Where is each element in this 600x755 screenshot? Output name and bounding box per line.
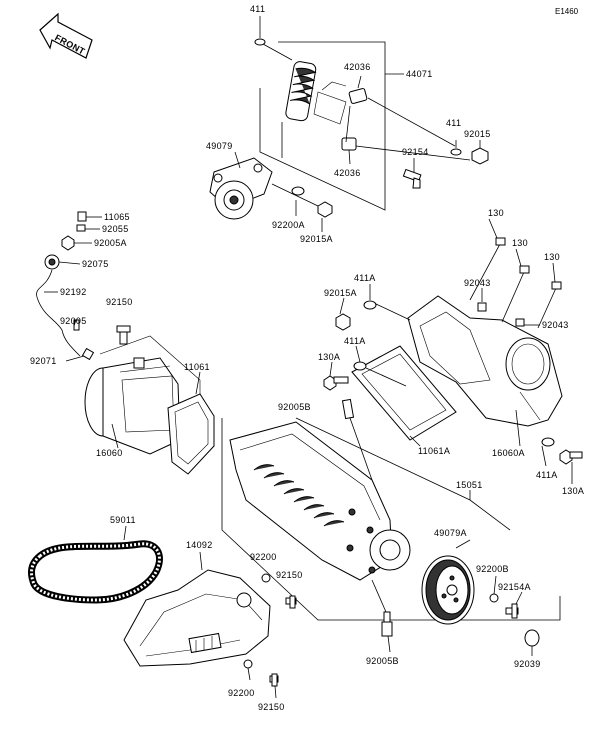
fitting	[381, 611, 393, 637]
tensioner-pulley	[209, 157, 273, 220]
label-92005b: 92005B	[366, 656, 399, 666]
front-arrow-icon: FRONT	[39, 12, 93, 59]
label-411a: 411A	[536, 470, 558, 480]
label-92200b: 92200B	[476, 564, 509, 574]
damper-spring	[285, 61, 347, 125]
gasket	[167, 371, 215, 475]
label-44071: 44071	[406, 69, 433, 79]
supercharger	[229, 398, 411, 581]
leader-lines	[44, 105, 573, 653]
label-92015a: 92015A	[324, 288, 357, 298]
bolt-icon	[116, 325, 131, 345]
label-92043: 92043	[464, 278, 491, 288]
gasket-a	[351, 345, 457, 441]
label-130: 130	[544, 252, 560, 262]
bolt-icon	[269, 673, 279, 687]
bolt-icon	[402, 168, 422, 189]
label-92005: 92005	[60, 316, 87, 326]
label-15051: 15051	[456, 480, 483, 490]
part-labels: 411 42036 44071 49079 411 92015 92154 42…	[30, 4, 584, 712]
label-92200: 92200	[250, 552, 277, 562]
label-59011: 59011	[110, 515, 136, 525]
drive-pulley	[421, 555, 475, 625]
bolt-icon	[559, 449, 583, 465]
label-42036: 42036	[344, 62, 371, 72]
label-16060a: 16060A	[492, 448, 525, 458]
label-11061: 11061	[184, 362, 210, 372]
label-14092: 14092	[186, 540, 213, 550]
label-92150: 92150	[258, 702, 285, 712]
label-130a: 130A	[318, 352, 340, 362]
bolt-icon	[323, 375, 349, 391]
diagram-code: E1460	[555, 7, 579, 16]
drive-belt	[28, 540, 163, 604]
label-92075: 92075	[82, 259, 109, 269]
inlet-duct	[84, 335, 201, 455]
bolt-icon	[505, 603, 519, 619]
label-92071: 92071	[30, 356, 57, 366]
label-92154a: 92154A	[498, 582, 531, 592]
label-411: 411	[250, 4, 265, 14]
belt-cover	[123, 569, 271, 667]
label-92200a: 92200A	[272, 220, 305, 230]
sensor-group	[36, 211, 95, 361]
label-92200: 92200	[228, 688, 255, 698]
label-92192: 92192	[60, 287, 87, 297]
label-92043: 92043	[542, 320, 569, 330]
label-130: 130	[488, 208, 504, 218]
label-130a: 130A	[562, 486, 584, 496]
label-92015a: 92015A	[300, 234, 333, 244]
label-92015: 92015	[464, 129, 491, 139]
label-49079: 49079	[206, 141, 233, 151]
label-92150: 92150	[276, 570, 303, 580]
label-92039: 92039	[514, 659, 541, 669]
label-49079a: 49079A	[434, 528, 467, 538]
label-92005a: 92005A	[94, 238, 127, 248]
label-92005b: 92005B	[278, 402, 311, 412]
label-16060: 16060	[96, 448, 123, 458]
label-411: 411	[446, 118, 461, 128]
label-411a: 411A	[354, 273, 376, 283]
label-92055: 92055	[102, 224, 129, 234]
label-411a: 411A	[344, 336, 366, 346]
label-92154: 92154	[402, 147, 429, 157]
label-11061a: 11061A	[418, 446, 450, 456]
outlet-duct	[407, 237, 563, 427]
label-11065: 11065	[104, 212, 130, 222]
bolt-icon	[285, 595, 297, 609]
label-42036: 42036	[334, 168, 361, 178]
label-130: 130	[512, 238, 528, 248]
tensioner-assembly	[209, 16, 489, 220]
label-92150: 92150	[106, 297, 133, 307]
